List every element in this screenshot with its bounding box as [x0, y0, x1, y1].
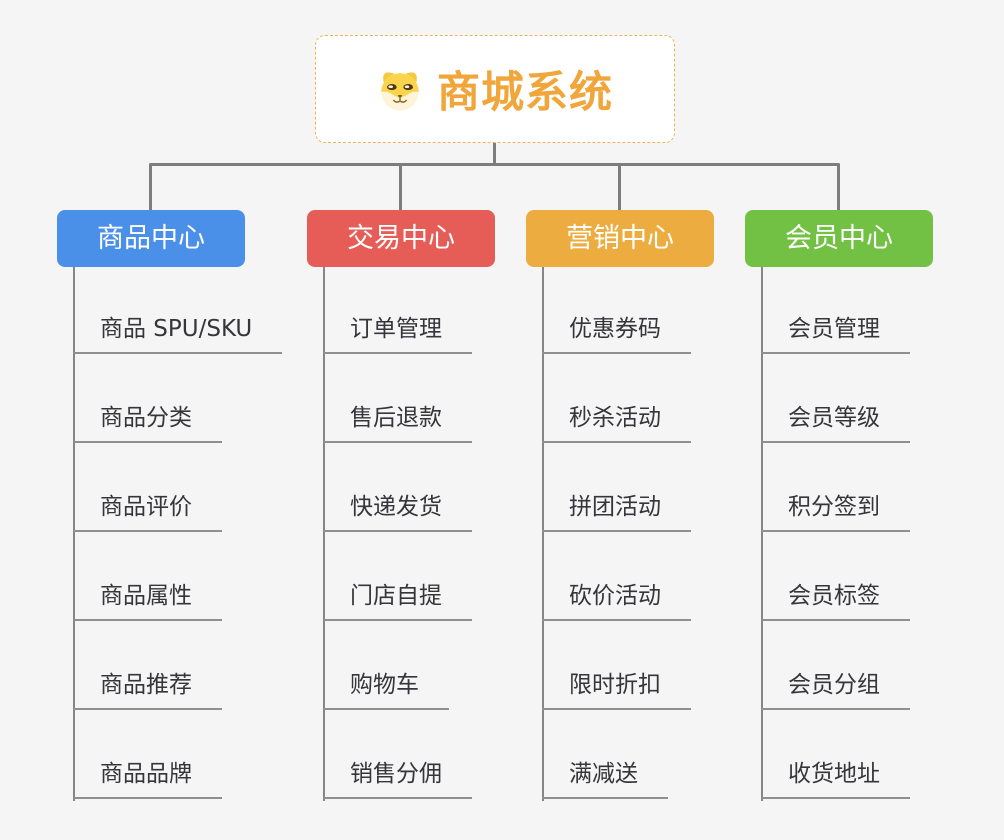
child-node[interactable]: 会员分组 [761, 621, 1004, 710]
child-node[interactable]: 会员等级 [761, 354, 1004, 443]
child-node-label[interactable]: 会员分组 [761, 665, 910, 710]
connector-bus [149, 163, 840, 166]
vertical-connector [542, 265, 544, 801]
connector-drop-marketing [618, 164, 621, 210]
child-node-label[interactable]: 会员等级 [761, 398, 910, 443]
child-node[interactable]: 商品分类 [73, 354, 335, 443]
child-node[interactable]: 快递发货 [323, 443, 585, 532]
root-connector-stub [493, 140, 496, 165]
child-node[interactable]: 会员管理 [761, 265, 1004, 354]
child-node-label[interactable]: 优惠券码 [542, 309, 691, 354]
child-node-label[interactable]: 商品品牌 [73, 754, 222, 799]
child-node-label[interactable]: 售后退款 [323, 398, 472, 443]
child-node[interactable]: 会员标签 [761, 532, 1004, 621]
connector-drop-member [837, 164, 840, 210]
branch-column-trade: 订单管理 售后退款 快递发货 门店自提 购物车 销售分佣 [323, 265, 585, 801]
child-node-label[interactable]: 满减送 [542, 754, 668, 799]
connector-drop-trade [399, 164, 402, 210]
vertical-connector [323, 265, 325, 801]
child-node-label[interactable]: 商品评价 [73, 487, 222, 532]
child-node[interactable]: 商品评价 [73, 443, 335, 532]
child-node-label[interactable]: 销售分佣 [323, 754, 472, 799]
child-node[interactable]: 秒杀活动 [542, 354, 804, 443]
child-node-label[interactable]: 拼团活动 [542, 487, 691, 532]
child-node[interactable]: 订单管理 [323, 265, 585, 354]
child-node-label[interactable]: 商品分类 [73, 398, 222, 443]
connector-drop-products [149, 164, 152, 210]
child-node[interactable]: 限时折扣 [542, 621, 804, 710]
child-node-label[interactable]: 门店自提 [323, 576, 472, 621]
child-node-label[interactable]: 收货地址 [761, 754, 910, 799]
child-node[interactable]: 商品 SPU/SKU [73, 265, 335, 354]
child-node[interactable]: 优惠券码 [542, 265, 804, 354]
child-node-label[interactable]: 砍价活动 [542, 576, 691, 621]
child-node[interactable]: 售后退款 [323, 354, 585, 443]
branch-node-member[interactable]: 会员中心 [745, 210, 933, 267]
child-node[interactable]: 商品品牌 [73, 710, 335, 799]
branch-column-marketing: 优惠券码 秒杀活动 拼团活动 砍价活动 限时折扣 满减送 [542, 265, 804, 801]
child-node-label[interactable]: 商品推荐 [73, 665, 222, 710]
root-node[interactable]: 商城系统 [315, 35, 675, 143]
child-node[interactable]: 砍价活动 [542, 532, 804, 621]
child-node-label[interactable]: 购物车 [323, 665, 449, 710]
branch-node-trade[interactable]: 交易中心 [307, 210, 495, 267]
child-node-label[interactable]: 会员标签 [761, 576, 910, 621]
child-node-label[interactable]: 会员管理 [761, 309, 910, 354]
vertical-connector [761, 265, 763, 801]
child-node[interactable]: 购物车 [323, 621, 585, 710]
child-node[interactable]: 门店自提 [323, 532, 585, 621]
child-node-label[interactable]: 秒杀活动 [542, 398, 691, 443]
child-node[interactable]: 商品属性 [73, 532, 335, 621]
child-node[interactable]: 销售分佣 [323, 710, 585, 799]
vertical-connector [73, 265, 75, 801]
child-node-label[interactable]: 商品 SPU/SKU [73, 309, 283, 354]
child-node[interactable]: 满减送 [542, 710, 804, 799]
child-node-label[interactable]: 限时折扣 [542, 665, 691, 710]
branch-node-marketing[interactable]: 营销中心 [526, 210, 714, 267]
branch-node-products[interactable]: 商品中心 [57, 210, 245, 267]
branch-column-products: 商品 SPU/SKU 商品分类 商品评价 商品属性 商品推荐 商品品牌 [73, 265, 335, 801]
child-node-label[interactable]: 快递发货 [323, 487, 472, 532]
child-node[interactable]: 收货地址 [761, 710, 1004, 799]
child-node[interactable]: 拼团活动 [542, 443, 804, 532]
dog-face-icon [381, 72, 419, 111]
child-node[interactable]: 商品推荐 [73, 621, 335, 710]
child-node-label[interactable]: 商品属性 [73, 576, 222, 621]
branch-column-member: 会员管理 会员等级 积分签到 会员标签 会员分组 收货地址 [761, 265, 1004, 801]
child-node[interactable]: 积分签到 [761, 443, 1004, 532]
root-title: 商城系统 [437, 68, 613, 118]
child-node-label[interactable]: 积分签到 [761, 487, 910, 532]
child-node-label[interactable]: 订单管理 [323, 309, 472, 354]
